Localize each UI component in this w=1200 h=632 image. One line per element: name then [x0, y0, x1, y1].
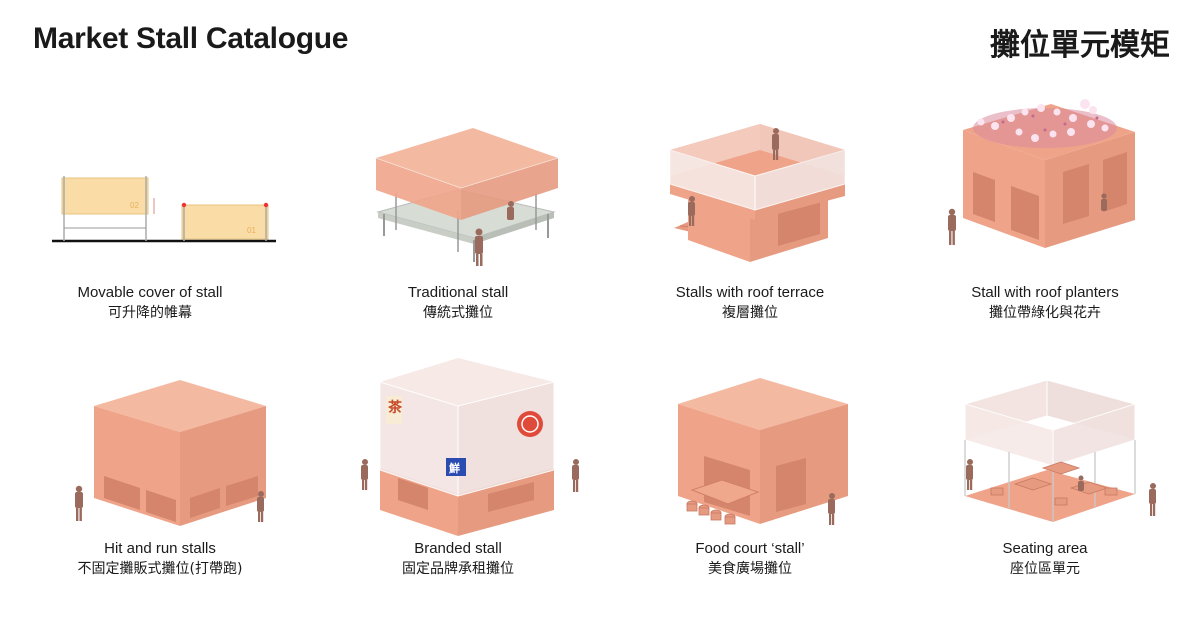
caption: Hit and run stalls 不固定攤販式攤位(打帶跑): [30, 539, 290, 579]
stall-card-branded: 茶 鮮 Branded stall 固定品牌承租攤位: [308, 338, 608, 628]
traditional-stall-illustration: [375, 128, 559, 266]
caption-en: Stalls with roof terrace: [675, 284, 825, 301]
caption-en: Hit and run stalls: [104, 540, 216, 557]
caption-zh: 不固定攤販式攤位(打帶跑): [77, 561, 243, 577]
stall-card-roof-terrace: Stalls with roof terrace 複層攤位: [600, 0, 900, 321]
caption: Food court ‘stall’ 美食廣場攤位: [600, 539, 900, 579]
caption-en: Seating area: [1002, 540, 1088, 557]
svg-text:茶: 茶: [387, 399, 403, 416]
food-court-illustration: [678, 378, 848, 525]
caption: Traditional stall 傳統式攤位: [308, 283, 608, 323]
caption-en: Branded stall: [414, 540, 502, 557]
caption-en: Traditional stall: [407, 284, 509, 301]
roof-terrace-illustration: [669, 124, 846, 262]
caption-en: Stall with roof planters: [971, 284, 1119, 301]
stall-card-food-court: Food court ‘stall’ 美食廣場攤位: [600, 338, 900, 628]
label-01: 01: [247, 226, 256, 235]
stall-card-seating-area: Seating area 座位區單元: [895, 338, 1195, 628]
caption-zh: 固定品牌承租攤位: [402, 561, 514, 577]
caption-en: Movable cover of stall: [77, 284, 223, 301]
page-title: Market Stall Catalogue: [33, 22, 349, 55]
stall-card-hit-and-run: Hit and run stalls 不固定攤販式攤位(打帶跑): [30, 338, 330, 628]
hit-and-run-illustration: [75, 380, 266, 526]
seating-area-illustration: [964, 379, 1156, 522]
caption: Branded stall 固定品牌承租攤位: [308, 539, 608, 579]
label-02: 02: [130, 201, 139, 210]
caption: Seating area 座位區單元: [895, 539, 1195, 579]
caption-zh: 可升降的帷幕: [108, 305, 192, 321]
svg-text:鮮: 鮮: [449, 461, 460, 475]
stall-card-movable-cover: 02 01 Movable cover of stall 可升降的帷幕: [0, 0, 300, 321]
page-title-chinese: 攤位單元模矩: [990, 28, 1170, 63]
caption-zh: 美食廣場攤位: [708, 561, 792, 577]
caption: Movable cover of stall 可升降的帷幕: [0, 283, 300, 323]
caption-zh: 複層攤位: [722, 305, 778, 321]
stall-card-roof-planters: Stall with roof planters 攤位帶綠化與花卉: [895, 0, 1195, 321]
caption-zh: 攤位帶綠化與花卉: [989, 305, 1101, 321]
caption-en: Food court ‘stall’: [695, 540, 805, 557]
caption-zh: 傳統式攤位: [423, 305, 493, 321]
stall-card-traditional: Traditional stall 傳統式攤位: [308, 0, 608, 321]
roof-planters-illustration: [948, 99, 1135, 248]
caption: Stalls with roof terrace 複層攤位: [600, 283, 900, 323]
branded-stall-illustration: 茶 鮮: [361, 358, 579, 536]
movable-cover-illustration: 02 01: [52, 176, 276, 243]
caption: Stall with roof planters 攤位帶綠化與花卉: [895, 283, 1195, 323]
caption-zh: 座位區單元: [1010, 561, 1080, 577]
